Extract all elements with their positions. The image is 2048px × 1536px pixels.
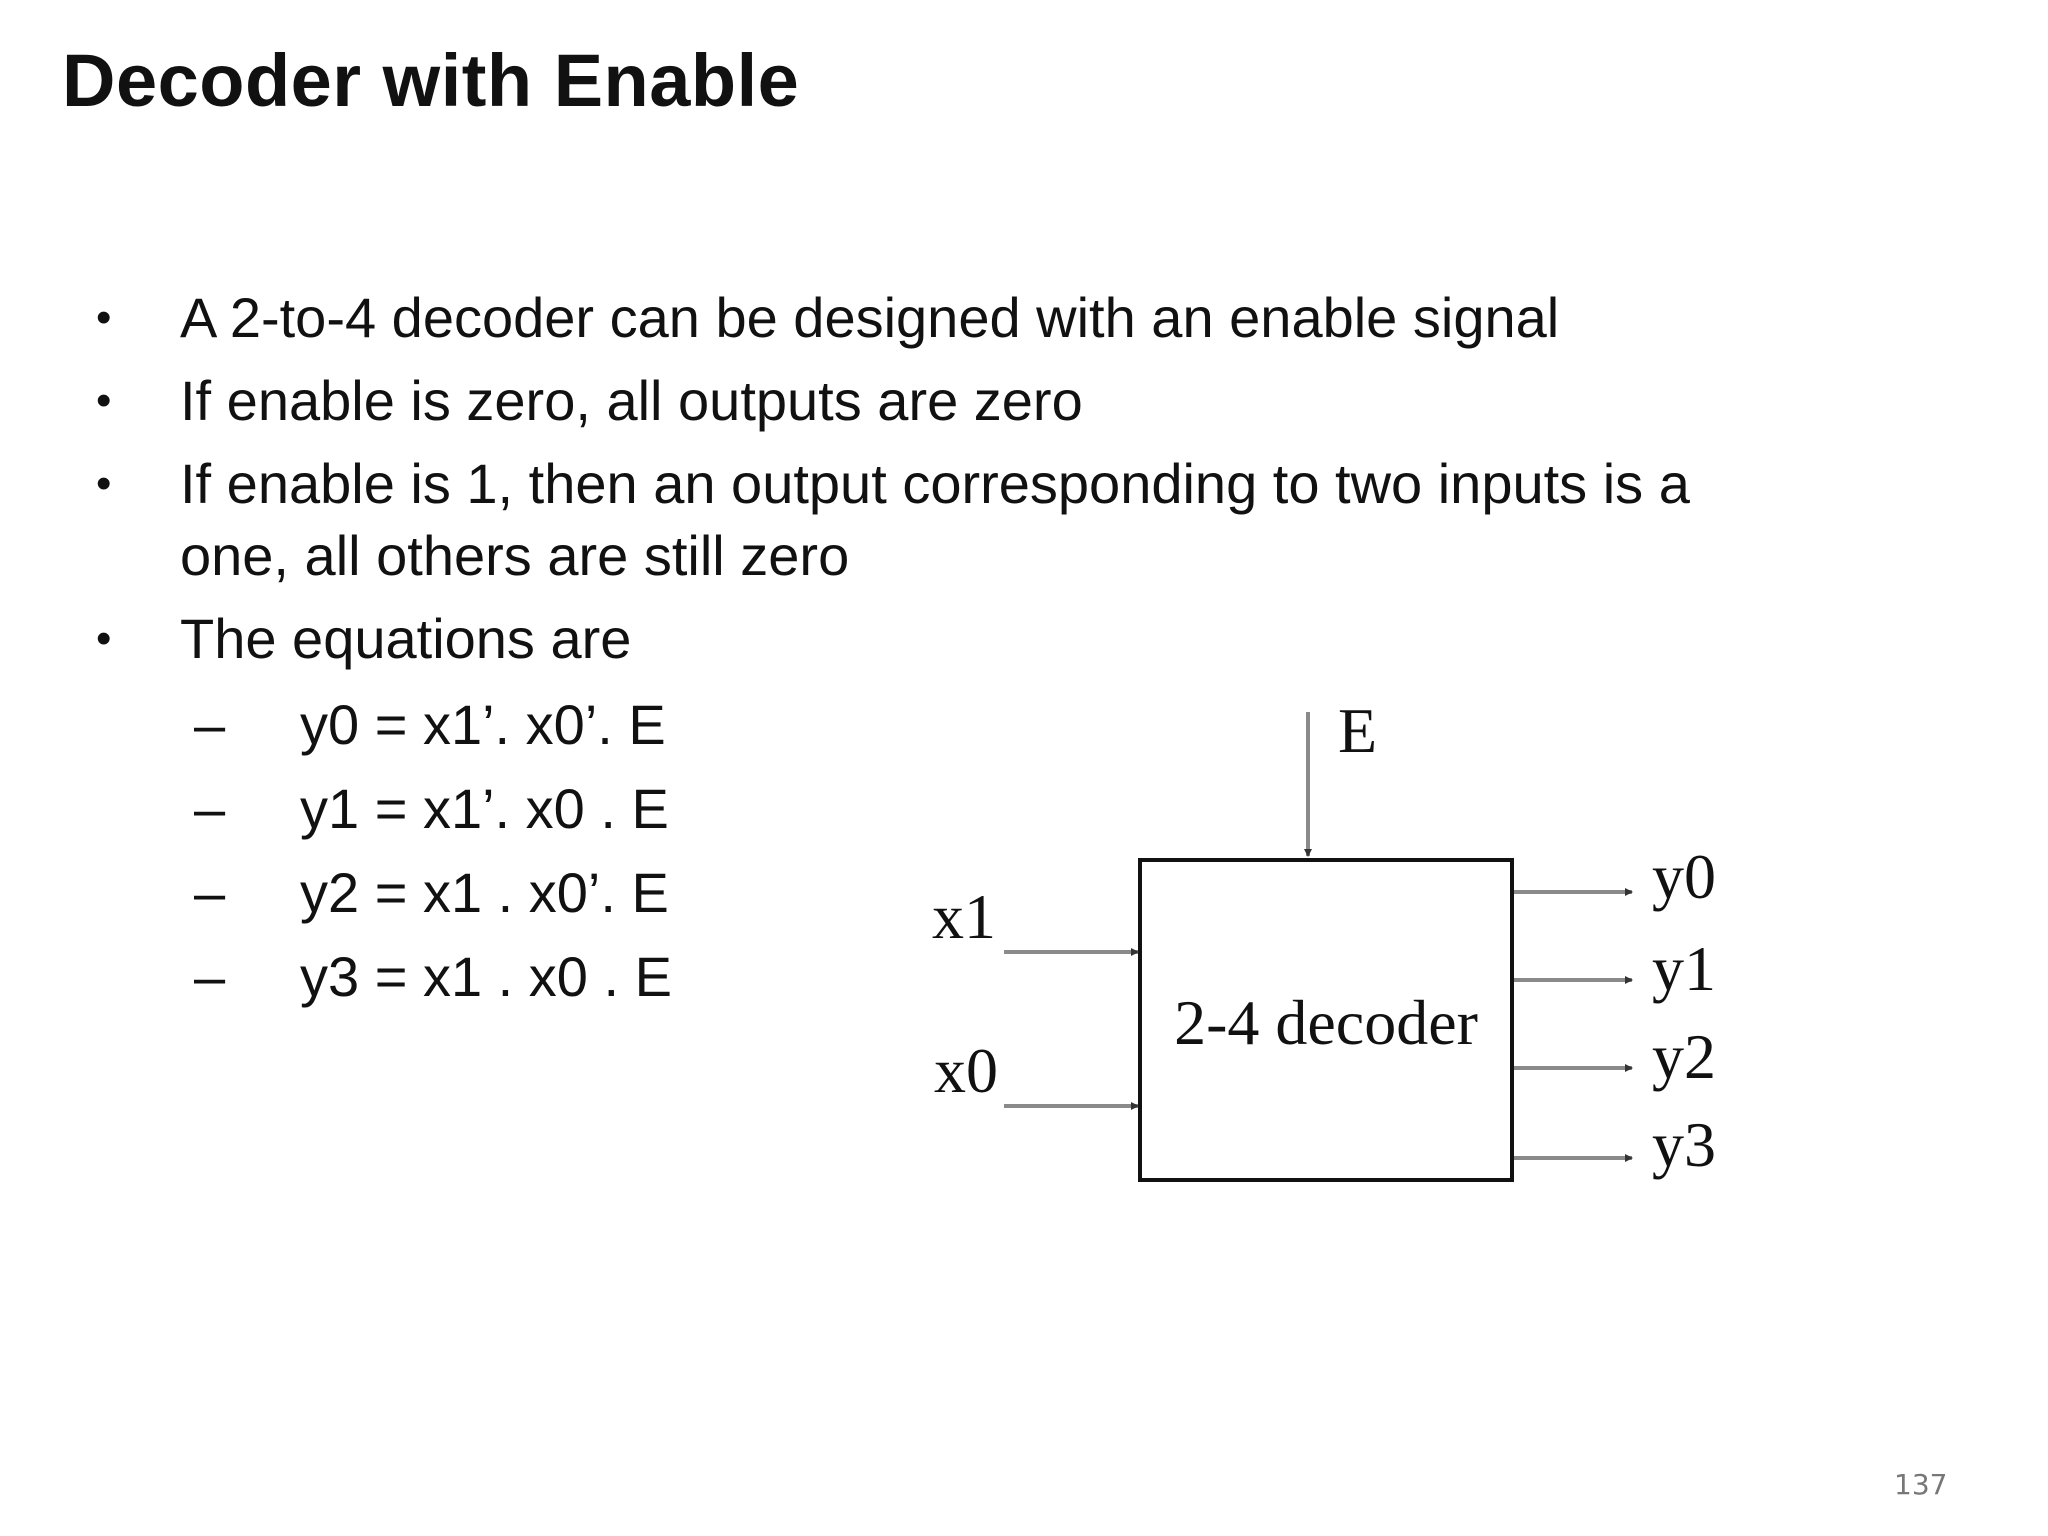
bullet-item: • A 2-to-4 decoder can be designed with … bbox=[96, 282, 1896, 354]
equation-marker: – bbox=[194, 945, 226, 1008]
equation-marker: – bbox=[194, 693, 226, 756]
output-label-y3: y3 bbox=[1652, 1109, 1716, 1180]
enable-label: E bbox=[1338, 695, 1377, 766]
equation-marker: – bbox=[194, 861, 226, 924]
bullet-text: If enable is zero, all outputs are zero bbox=[180, 369, 1083, 432]
bullet-marker: • bbox=[96, 614, 112, 663]
decoder-block-label: 2-4 decoder bbox=[1174, 987, 1478, 1058]
equation-list: – y0 = x1’. x0’. E – y1 = x1’. x0 . E – … bbox=[180, 683, 1896, 1019]
bullet-text: The equations are bbox=[180, 607, 632, 670]
bullet-item: • The equations are – y0 = x1’. x0’. E –… bbox=[96, 603, 1896, 1019]
output-label-y1: y1 bbox=[1652, 933, 1716, 1004]
decoder-block bbox=[1138, 858, 1514, 1182]
bullet-item: • If enable is 1, then an output corresp… bbox=[96, 448, 1780, 592]
page-number: 137 bbox=[1894, 1468, 1948, 1501]
bullet-list: • A 2-to-4 decoder can be designed with … bbox=[96, 282, 1896, 1030]
equation-text: y1 = x1’. x0 . E bbox=[300, 777, 669, 840]
equation-marker: – bbox=[194, 777, 226, 840]
output-label-y2: y2 bbox=[1652, 1021, 1716, 1092]
input-label-x0: x0 bbox=[934, 1035, 998, 1106]
equation-text: y3 = x1 . x0 . E bbox=[300, 945, 672, 1008]
slide-title: Decoder with Enable bbox=[62, 39, 800, 122]
bullet-marker: • bbox=[96, 293, 112, 342]
equation-item: – y2 = x1 . x0’. E bbox=[180, 851, 1896, 935]
output-label-y0: y0 bbox=[1652, 841, 1716, 912]
input-label-x1: x1 bbox=[932, 881, 996, 952]
equation-item: – y3 = x1 . x0 . E bbox=[180, 935, 1896, 1019]
bullet-marker: • bbox=[96, 459, 112, 508]
bullet-item: • If enable is zero, all outputs are zer… bbox=[96, 365, 1896, 437]
equation-item: – y0 = x1’. x0’. E bbox=[180, 683, 1896, 767]
equation-item: – y1 = x1’. x0 . E bbox=[180, 767, 1896, 851]
bullet-text: A 2-to-4 decoder can be designed with an… bbox=[180, 286, 1560, 349]
bullet-text: If enable is 1, then an output correspon… bbox=[180, 452, 1690, 587]
equation-text: y0 = x1’. x0’. E bbox=[300, 693, 666, 756]
equation-text: y2 = x1 . x0’. E bbox=[300, 861, 669, 924]
bullet-marker: • bbox=[96, 376, 112, 425]
